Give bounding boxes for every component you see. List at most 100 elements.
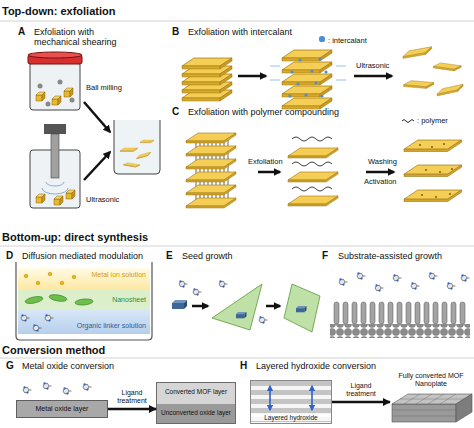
intercalated-crystal [304,93,307,96]
mof-nanoplate [392,394,472,404]
ultrasonic-jar [36,194,45,203]
polymer-composite [186,133,236,208]
activated-nanosheets [404,165,462,177]
ligand-molecules [43,382,52,389]
substrate-growth [415,302,420,324]
seed-growth [193,288,202,295]
swelling-arrow [311,386,313,410]
polymer-composite [186,159,236,169]
ball-mill-jar [38,84,43,89]
intercalated-crystal [320,94,323,97]
seed-growth [172,300,187,309]
edge-label: Ligand treatment [110,389,154,405]
activated-nanosheets [439,171,441,173]
substrate-growth [397,302,402,324]
ligand-molecules [83,383,92,390]
panel-title: Exfoliation with polymer compounding [188,107,448,117]
intercalated-crystal [288,57,327,97]
converted-layer: Converted MOF layerUnconverted oxide lay… [156,382,236,424]
panel-title: Layered hydroxide conversion [256,361,456,371]
band-label: Organic linker solution [22,322,146,330]
section-rule [0,21,474,358]
ball-mill-jar [58,80,63,85]
mof-nanoplate [456,394,472,422]
beaker [120,148,138,152]
ball-mill-jar [28,52,82,58]
layered-crystal [182,74,232,85]
panel-letter: A [18,26,25,37]
ultrasonic-jar [66,190,75,199]
polymer-symbol [402,120,414,123]
panel-title: Exfoliation with mechanical shearing [34,27,134,47]
activated-nanosheets [404,140,462,152]
band-label: Nanosheet [22,296,146,304]
panel-letter: F [322,250,328,261]
panel-title: Exfoliation with intercalant [188,27,448,37]
activated-nanosheets [449,193,451,195]
ultrasonic-jar [51,134,59,178]
substrate-growth [339,278,348,285]
beaker [16,262,152,340]
panel-letter: E [166,250,173,261]
substrate-growth [334,302,339,324]
linker-molecule [21,314,30,321]
band-label: Metal ion solution [22,271,146,279]
activated-nanosheets [431,146,433,148]
exfoliated-flakes [403,80,433,89]
panel-title: Metal oxide conversion [22,361,222,371]
layer-label: Metal oxide layer [17,405,107,413]
mof-nanoplate [392,394,472,422]
intercalated-crystal [282,62,332,73]
intercalated-crystal [282,74,332,85]
panel: E Seed growth [166,250,322,342]
seed-growth [172,280,320,332]
ball-mill-jar [64,88,73,97]
exfoliated-composite [292,137,332,191]
substrate-growth [429,272,438,279]
exfoliated-flakes [402,47,464,96]
nanosheet-leaf [25,293,94,305]
substrate-growth [447,282,456,289]
layer-label: Unconverted oxide layer [157,409,235,416]
ligand-molecules [63,387,72,394]
ultrasonic-jar [44,124,66,134]
section-rule [0,358,474,359]
process-arrow [238,75,266,78]
layer-label: Layered hydroxide [251,414,331,421]
section-heading: Top-down: exfoliation [2,5,115,17]
method-label: Ultrasonic [86,196,119,204]
intercalated-crystal [298,58,301,61]
substrate-growth [343,302,348,324]
panel-letter: H [240,360,247,371]
ball-mill-jar [36,92,45,101]
swelling-arrow [269,386,271,410]
polymer-composite [186,185,236,195]
seed-growth [192,305,208,308]
ball-mill-jar [70,98,75,103]
substrate-growth [461,274,470,281]
process-arrow [84,102,110,180]
intercalated-crystal [318,57,321,60]
seed-growth [266,305,280,308]
substrate-growth [379,302,384,324]
layer-label: Converted MOF layer [157,388,235,395]
nanoplate: Fully converted MOF Nanoplate [390,372,472,424]
oxide-layer: Metal oxide layer [16,400,108,418]
substrate-growth [442,302,447,324]
section-heading: Conversion method [2,344,105,356]
exfoliated-composite [288,172,338,182]
linker-molecule [21,314,54,331]
substrate-growth [411,282,420,289]
step-label: Activation [364,178,397,186]
exfoliated-flakes [402,47,433,59]
solution-band: Metal ion solution [18,268,150,290]
nanosheet-leaf [75,298,93,306]
panel-title: Seed growth [182,251,318,261]
intercalated-crystal [290,70,293,73]
activated-nanosheets [435,196,437,198]
substrate-growth [370,302,375,324]
nanosheet-leaf [49,293,68,302]
layered-crystal [182,82,232,93]
ball-mill-jar [28,52,82,110]
